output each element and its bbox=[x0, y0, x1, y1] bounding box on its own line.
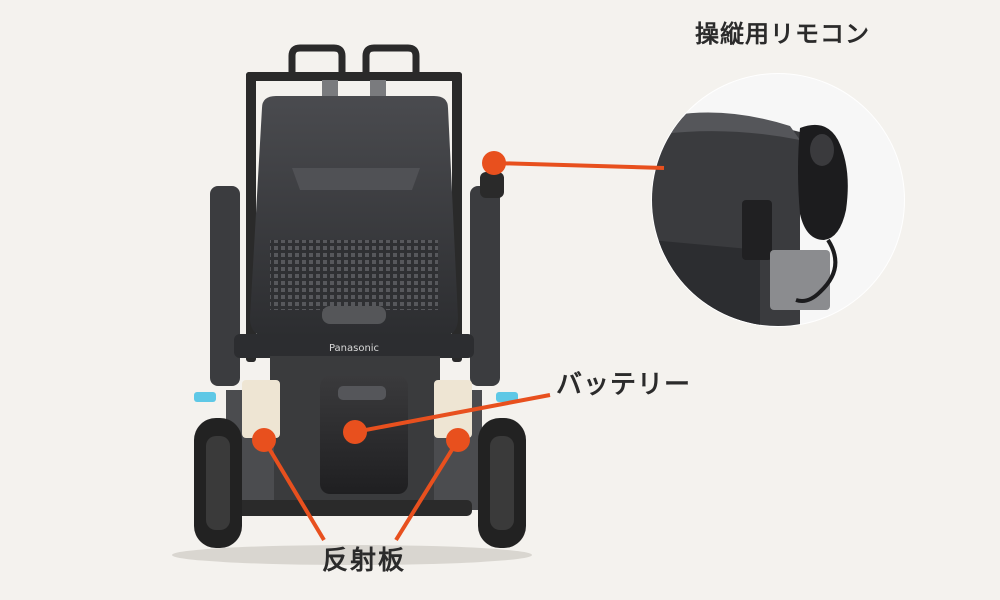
callout-marker-reflector-left bbox=[252, 428, 276, 452]
wheelchair-icon: Panasonic bbox=[172, 44, 532, 565]
callout-line-reflector-right bbox=[394, 438, 460, 542]
label-reflector: 反射板 bbox=[322, 546, 407, 576]
callout-marker-reflector-right bbox=[446, 428, 470, 452]
label-battery: バッテリー bbox=[556, 370, 692, 400]
callout-line-remote bbox=[493, 161, 665, 170]
callouts bbox=[252, 151, 665, 542]
remote-inset bbox=[651, 73, 905, 327]
joystick-icon bbox=[652, 74, 904, 326]
callout-marker-battery bbox=[343, 420, 367, 444]
callout-line-battery bbox=[354, 393, 551, 434]
callout-marker-remote bbox=[482, 151, 506, 175]
callout-line-reflector-left bbox=[262, 438, 326, 542]
brand-plate: Panasonic bbox=[329, 343, 379, 354]
label-remote-controller: 操縦用リモコン bbox=[695, 20, 870, 48]
